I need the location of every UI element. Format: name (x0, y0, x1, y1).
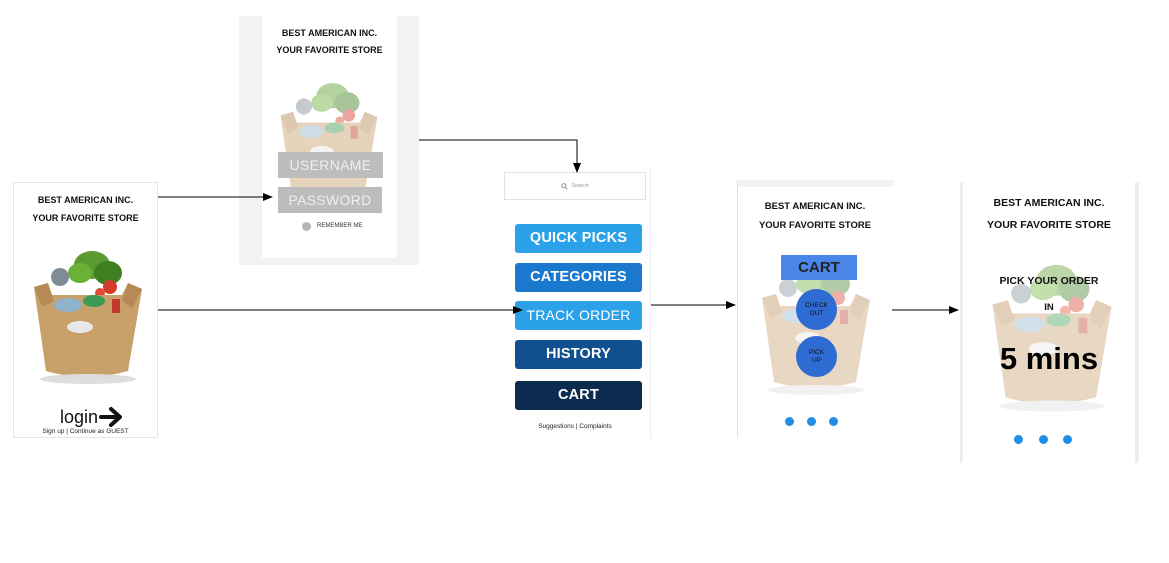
status-bar (738, 180, 893, 187)
pagination-dot[interactable] (1014, 435, 1023, 444)
checkout-button[interactable]: CHECK OUT (796, 289, 837, 330)
pagination-dot[interactable] (807, 417, 816, 426)
arrow-credentials-to-menu (419, 139, 581, 173)
store-tagline: YOUR FAVORITE STORE (758, 220, 872, 231)
cart-button[interactable]: CART (515, 381, 642, 410)
credentials-screen: BEST AMERICAN INC. YOUR FAVORITE STORE U… (262, 16, 397, 258)
company-name: BEST AMERICAN INC. (993, 197, 1105, 209)
pagination-dot[interactable] (785, 417, 794, 426)
arrow-right-icon (99, 407, 123, 427)
store-tagline: YOUR FAVORITE STORE (32, 213, 139, 223)
radio-icon (302, 221, 311, 231)
pickup-label: PICK UP (808, 349, 825, 364)
pagination-dot[interactable] (1039, 435, 1048, 444)
pagination-dot[interactable] (1063, 435, 1072, 444)
login-screen: BEST AMERICAN INC. YOUR FAVORITE STORE l… (13, 182, 158, 438)
search-placeholder: Search (571, 183, 589, 189)
cart-screen: BEST AMERICAN INC. YOUR FAVORITE STORE C… (737, 180, 893, 438)
pagination-dot[interactable] (829, 417, 838, 426)
pickup-button[interactable]: PICK UP (796, 336, 837, 377)
in-label: IN (1044, 302, 1054, 313)
pick-order-label: PICK YOUR ORDER (999, 275, 1099, 287)
company-name: BEST AMERICAN INC. (281, 28, 378, 38)
company-name: BEST AMERICAN INC. (37, 195, 134, 205)
checkout-label: CHECK OUT (805, 302, 828, 317)
quick-picks-button[interactable]: QUICK PICKS (515, 224, 642, 253)
login-label: login (60, 406, 99, 427)
store-tagline: YOUR FAVORITE STORE (276, 45, 383, 55)
signup-guest-links[interactable]: Sign up | Continue as GUEST (42, 428, 129, 435)
track-order-button[interactable]: TRACK ORDER (515, 301, 642, 330)
menu-screen: Search QUICK PICKS CATEGORIES TRACK ORDE… (504, 168, 651, 438)
remember-me-toggle[interactable]: REMEMBER ME (302, 221, 362, 231)
cart-badge[interactable]: CART (781, 255, 857, 280)
categories-button[interactable]: CATEGORIES (515, 263, 642, 292)
username-field[interactable]: USERNAME (278, 152, 383, 178)
order-screen: BEST AMERICAN INC. YOUR FAVORITE STORE P… (960, 182, 1139, 463)
company-name: BEST AMERICAN INC. (764, 201, 866, 212)
suggestions-complaints-links[interactable]: Suggestions | Complaints (538, 423, 612, 430)
store-tagline: YOUR FAVORITE STORE (987, 219, 1111, 231)
password-field[interactable]: PASSWORD (278, 187, 382, 213)
search-icon (561, 182, 568, 190)
history-button[interactable]: HISTORY (515, 340, 642, 369)
time-remaining: 5 mins (999, 341, 1099, 376)
login-button[interactable]: login (60, 405, 130, 429)
remember-me-label: REMEMBER ME (317, 223, 363, 229)
